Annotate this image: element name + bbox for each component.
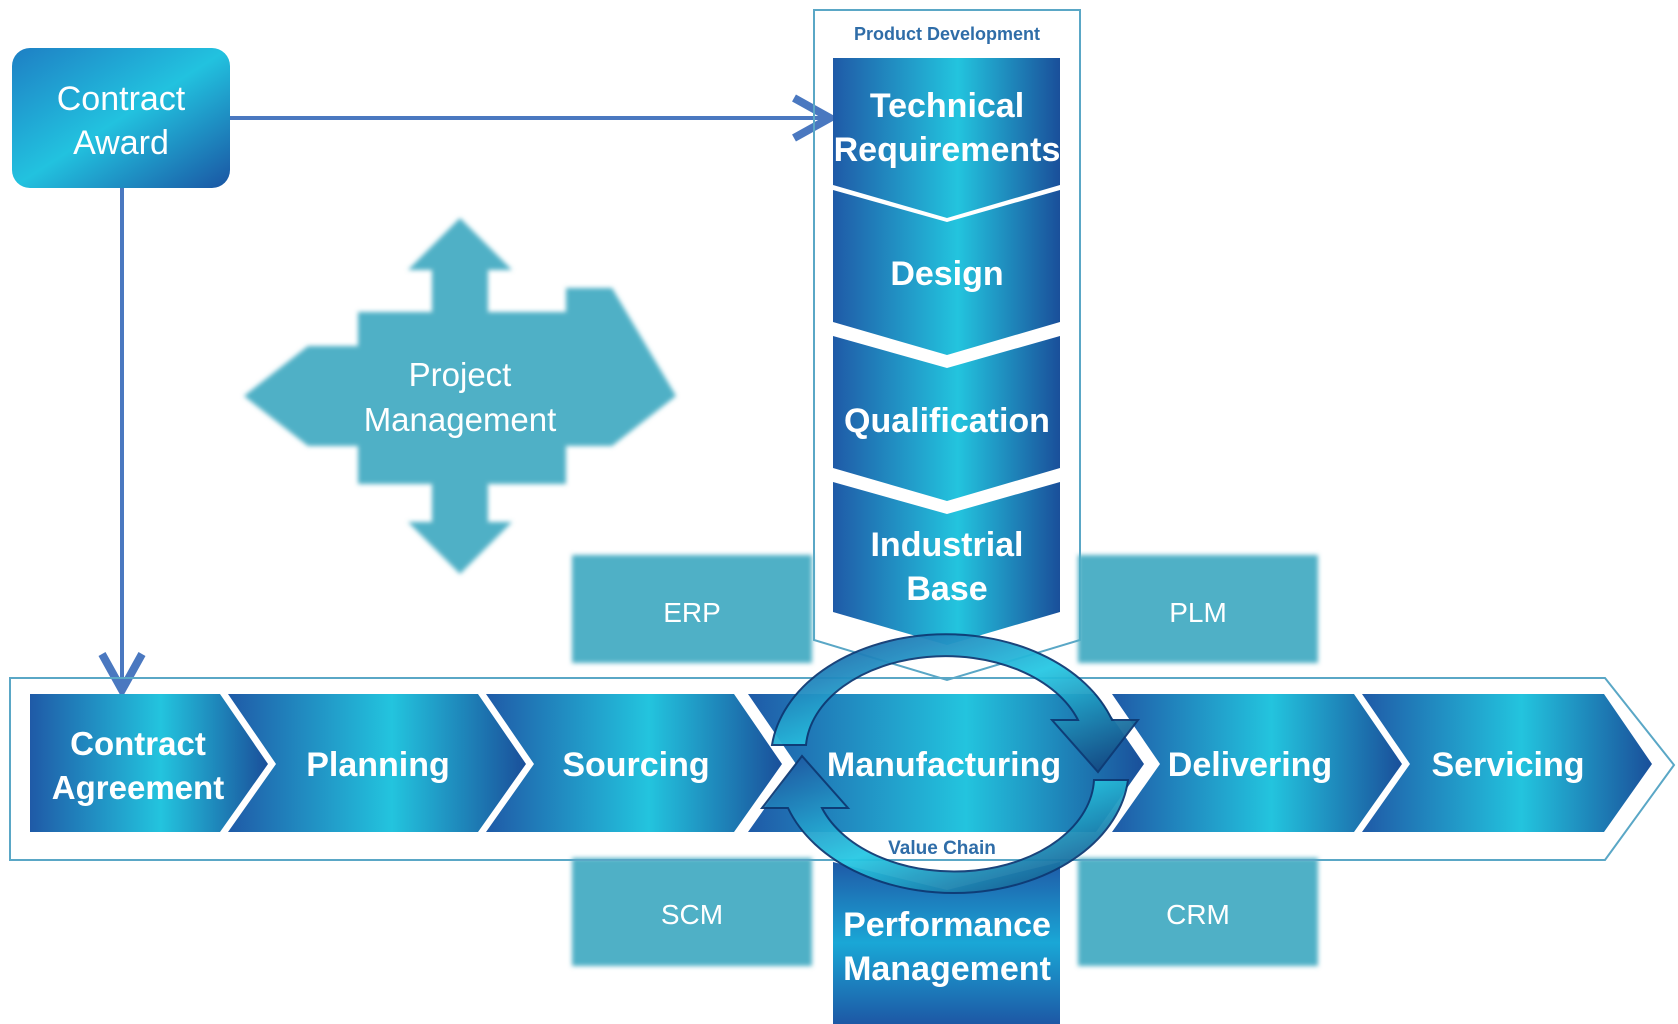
- product-dev-step-technical-requirements: Technical Requirements: [833, 58, 1060, 218]
- value-chain-frame: [9, 677, 1676, 861]
- plm-box: PLM: [1078, 555, 1318, 663]
- step-industrial-base-line1: Industrial: [870, 526, 1023, 564]
- project-management-cross: Project Management: [244, 218, 676, 574]
- product-dev-step-qualification: Qualification: [833, 336, 1060, 501]
- project-management-line2: Management: [364, 401, 557, 438]
- project-management-line1: Project: [409, 356, 512, 393]
- performance-management-ribbon: Performance Management: [833, 862, 1060, 1024]
- erp-box: ERP: [572, 555, 812, 663]
- cycle-arrows-icon: [759, 633, 1141, 895]
- step-technical-requirements-line1: Technical: [870, 87, 1024, 125]
- scm-box: SCM: [572, 858, 812, 966]
- step-qualification-label: Qualification: [844, 402, 1050, 440]
- product-dev-step-industrial-base: Industrial Base: [833, 482, 1060, 645]
- crm-label: CRM: [1166, 899, 1230, 930]
- scm-label: SCM: [661, 899, 723, 930]
- performance-management-line2: Management: [843, 950, 1051, 988]
- product-dev-step-design: Design: [833, 190, 1060, 355]
- value-chain-step-contract-agreement: Contract Agreement: [30, 694, 268, 832]
- step-delivering-label: Delivering: [1168, 746, 1332, 784]
- performance-management-line1: Performance: [843, 906, 1051, 944]
- crm-box: CRM: [1078, 858, 1318, 966]
- contract-award-box: Contract Award: [12, 48, 230, 188]
- step-manufacturing-label: Manufacturing: [827, 746, 1061, 784]
- value-chain-step-sourcing: Sourcing: [486, 694, 782, 832]
- value-chain-title: Value Chain: [888, 838, 996, 859]
- step-servicing-label: Servicing: [1431, 746, 1584, 784]
- step-sourcing-label: Sourcing: [562, 746, 709, 784]
- step-design-label: Design: [890, 255, 1003, 293]
- value-chain-step-manufacturing: Manufacturing: [748, 694, 1144, 832]
- step-contract-agreement-line2: Agreement: [52, 769, 224, 806]
- step-contract-agreement-line1: Contract: [70, 725, 206, 762]
- step-technical-requirements-line2: Requirements: [834, 131, 1061, 169]
- plm-label: PLM: [1169, 597, 1227, 628]
- value-chain-step-planning: Planning: [228, 694, 526, 832]
- value-chain-step-servicing: Servicing: [1362, 694, 1652, 832]
- step-industrial-base-line2: Base: [906, 570, 987, 608]
- contract-award-label-line2: Award: [73, 124, 169, 162]
- product-development-title: Product Development: [854, 24, 1040, 44]
- step-planning-label: Planning: [306, 746, 450, 784]
- value-chain-step-delivering: Delivering: [1112, 694, 1402, 832]
- erp-label: ERP: [663, 597, 721, 628]
- contract-award-label-line1: Contract: [57, 80, 186, 118]
